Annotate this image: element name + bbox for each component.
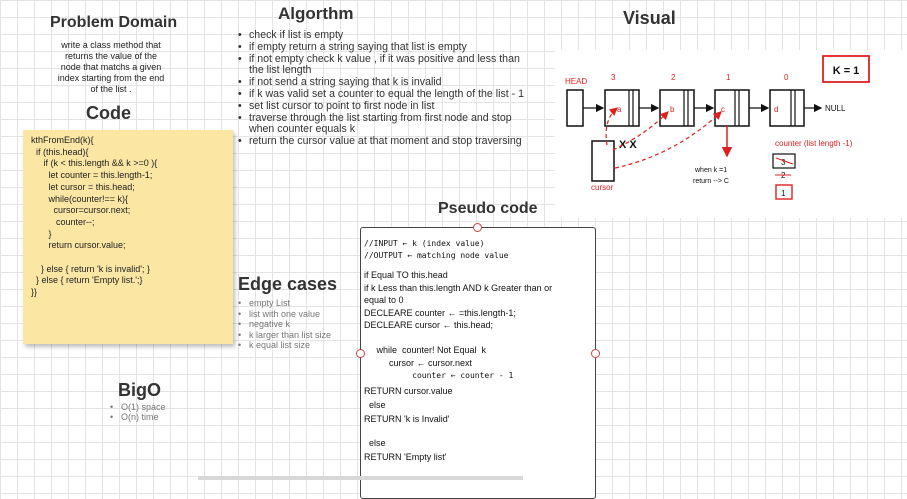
resize-handle[interactable] [591,349,600,358]
node-label: b [670,105,675,114]
list-item: empty List [238,298,331,309]
pseudo-line: else [364,400,386,410]
node-index: 0 [784,73,789,82]
edge-cases-title: Edge cases [238,274,338,294]
linked-list-diagram: K = 1 HEAD 3 2 1 0 a b c d NULL [565,55,870,200]
list-item: k larger than list size [238,330,331,341]
cursor-label: cursor [591,183,614,192]
pseudo-line: DECLEARE counter ← =this.length-1; [364,308,516,318]
code-sticky-note[interactable]: kthFromEnd(k){ if (this.head){ if (k < t… [23,130,233,344]
problem-domain-text: write a class method that returns the va… [50,40,172,95]
list-item: if not send a string saying that k is in… [238,76,530,89]
bottom-scrollbar[interactable] [198,476,523,480]
pseudo-line: DECLEARE cursor ← this.head; [364,320,494,330]
list-item: set list cursor to point to first node i… [238,100,530,113]
pseudo-code-title: Pseudo code [438,200,538,217]
node-label: c [721,105,725,114]
list-item: return the cursor value at that moment a… [238,135,530,148]
problem-line: write a class method that [61,40,161,50]
node-index: 3 [611,73,616,82]
problem-line: index starting from the end [57,73,165,83]
node-label: d [774,105,778,114]
head-label: HEAD [565,77,587,86]
list-item: O(n) time [110,412,166,422]
counter-now-value: 1 [781,189,786,198]
list-item: list with one value [238,309,331,320]
node-index: 2 [671,73,676,82]
bigo-list: O(1) space O(n) time [110,402,166,422]
pseudo-line: equal to 0 [364,295,404,305]
node-label: a [617,105,622,114]
k-value-box [822,55,870,83]
pseudo-line: else [364,438,386,448]
bigo-title: BigO [118,380,161,400]
problem-line: of the list . [90,84,132,94]
pseudo-line: RETURN cursor.value [364,386,453,396]
problem-line: returns the value of the [64,51,158,61]
pseudo-line: if k Less than this.length AND k Greater… [364,283,553,293]
pseudo-line: counter ← counter - 1 [364,371,514,380]
problem-line: node that matchs a given [60,62,162,72]
counter-label: counter (list length -1) [775,139,853,148]
pseudo-line: RETURN 'Empty list' [364,452,447,462]
pseudo-output-line: //OUTPUT ← matching node value [364,251,509,260]
pseudo-line: RETURN 'k is Invalid' [364,414,450,424]
return-label: return --> C [693,178,729,185]
x-marks: X X [619,139,637,151]
node-a [604,89,640,127]
head-pointer-box [566,89,584,127]
edge-cases-list: empty List list with one value negative … [238,298,331,351]
algorithm-title: Algorthm [278,4,354,23]
pseudo-code-box[interactable]: //INPUT ← k (index value) //OUTPUT ← mat… [356,223,600,499]
cursor-arrow [614,111,722,169]
resize-handle[interactable] [473,223,482,232]
node-index: 1 [726,73,731,82]
counter-old-value: 3 [781,158,786,167]
counter-result-box [775,184,793,200]
cursor-box [591,140,615,182]
node-c [714,89,750,127]
resize-handle[interactable] [356,349,365,358]
list-item: negative k [238,319,331,330]
visual-diagram[interactable]: K = 1 HEAD 3 2 1 0 a b c d NULL [555,50,907,218]
when-label: when k =1 [694,167,727,174]
list-item: k equal list size [238,340,331,351]
algorithm-list: check if list is empty if empty return a… [238,29,530,148]
list-item: if k was valid set a counter to equal th… [238,88,530,101]
code-text: kthFromEnd(k){ if (this.head){ if (k < t… [31,135,158,298]
node-d [769,89,805,127]
node-b [659,89,695,127]
code-title: Code [86,103,131,123]
pseudo-line: if Equal TO this.head [364,270,448,280]
list-item: check if list is empty [238,29,530,42]
null-label: NULL [825,104,846,113]
pseudo-input-line: //INPUT ← k (index value) [364,239,485,248]
list-item: if not empty check k value , if it was p… [238,53,530,78]
list-item: O(1) space [110,402,166,412]
list-item: if empty return a string saying that lis… [238,41,530,54]
problem-domain-title: Problem Domain [50,14,178,31]
list-item: traverse through the list starting from … [238,112,530,137]
k-value-label: K = 1 [833,65,860,77]
pseudo-line: while counter! Not Equal k [364,345,487,355]
pseudo-line: cursor ← cursor.next [364,358,473,368]
visual-title: Visual [623,8,676,28]
cursor-arrow [605,107,618,146]
